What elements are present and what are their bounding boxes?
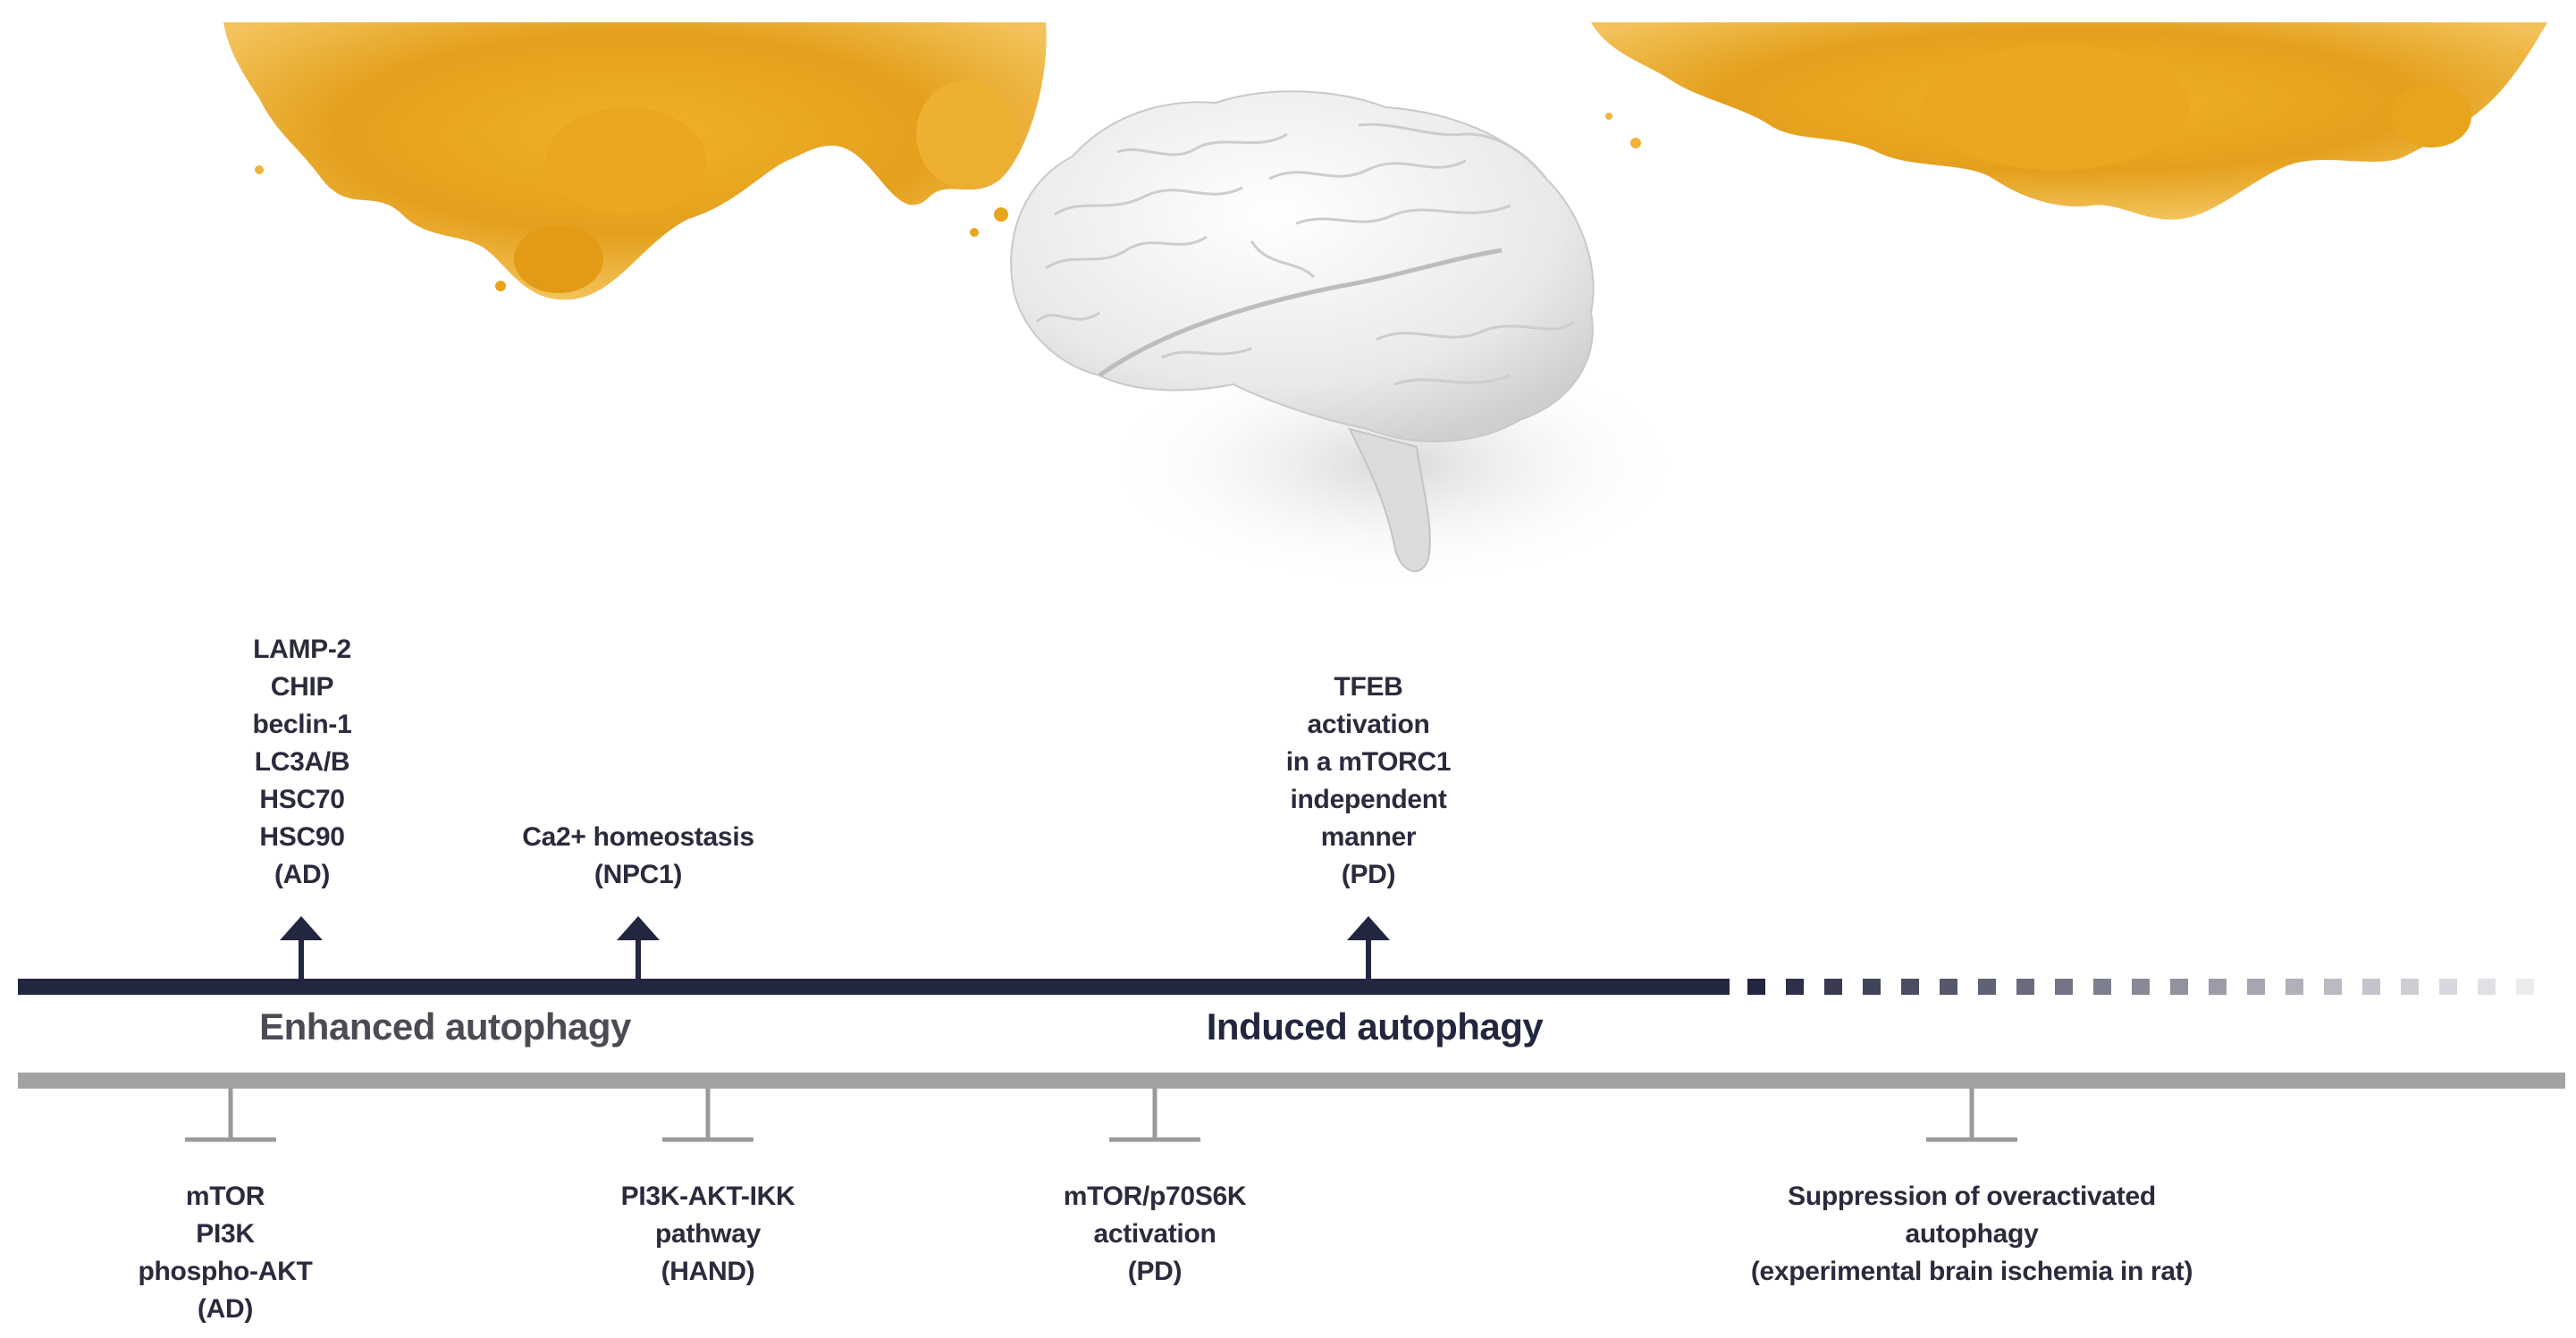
label-line: activation: [1307, 710, 1430, 739]
inhibition-bar-2: [662, 1089, 753, 1142]
region-label-enhanced: Enhanced autophagy: [259, 1006, 631, 1048]
timeline-dash: [1901, 979, 1919, 995]
label-line: (NPC1): [593, 860, 683, 889]
timeline-dash: [2170, 979, 2188, 995]
activator-label-3: TFEB activation in a mTORC1 independent …: [1286, 669, 1452, 894]
timeline-dash: [1940, 979, 1957, 995]
activation-arrow-1: [280, 916, 323, 979]
timeline-fading-dashes: [1747, 979, 2534, 995]
label-line: (AD): [197, 1294, 254, 1324]
timeline-dash: [2286, 979, 2303, 995]
timeline-dash: [2516, 979, 2534, 995]
activation-arrow-2: [617, 916, 660, 979]
inhibition-bar-1: [185, 1089, 276, 1142]
activator-label-1: LAMP-2 CHIP beclin-1 LC3A/B HSC70 HSC90 …: [253, 631, 352, 894]
label-line: LC3A/B: [254, 747, 350, 777]
label-line: CHIP: [270, 672, 334, 702]
timeline-dash: [2055, 979, 2073, 995]
timeline-dash: [2016, 979, 2034, 995]
brain-illustration: [1010, 90, 1689, 590]
inhibitor-label-1: mTOR PI3K phospho-AKT (AD): [139, 1178, 313, 1328]
label-line: HSC70: [259, 785, 345, 814]
timeline-dash: [2247, 979, 2265, 995]
inhibitor-label-4: Suppression of overactivated autophagy (…: [1751, 1178, 2193, 1291]
label-line: (experimental brain ischemia in rat): [1750, 1257, 2193, 1286]
label-line: in a mTORC1: [1285, 747, 1452, 777]
activation-arrow-3: [1347, 916, 1390, 979]
label-line: PI3K: [196, 1219, 255, 1249]
timeline-dash: [2478, 979, 2496, 995]
turmeric-powder-right: [1591, 22, 2547, 220]
timeline-dash: [1978, 979, 1996, 995]
timeline-gray-bar: [18, 1073, 2565, 1089]
label-line: (PD): [1127, 1257, 1183, 1286]
timeline-dash: [1824, 979, 1842, 995]
timeline-dash: [2324, 979, 2342, 995]
timeline-dark-bar: [18, 979, 1730, 995]
label-line: mTOR: [185, 1182, 265, 1211]
label-line: Ca2+ homeostasis: [522, 822, 754, 852]
timeline-dash: [2132, 979, 2150, 995]
label-line: LAMP-2: [253, 635, 351, 664]
timeline-dash: [2209, 979, 2227, 995]
label-line: (PD): [1341, 860, 1396, 889]
inhibition-bar-3: [1109, 1089, 1200, 1142]
label-line: Suppression of overactivated: [1788, 1182, 2156, 1211]
label-line: autophagy: [1905, 1219, 2039, 1249]
label-line: (HAND): [661, 1257, 755, 1286]
label-line: beclin-1: [252, 710, 352, 739]
label-line: HSC90: [259, 822, 345, 852]
region-label-induced: Induced autophagy: [1206, 1006, 1544, 1048]
timeline-dash: [2093, 979, 2111, 995]
label-line: independent: [1290, 785, 1447, 814]
label-line: pathway: [655, 1219, 761, 1249]
label-line: PI3K-AKT-IKK: [620, 1182, 796, 1211]
inhibitor-label-3: mTOR/p70S6K activation (PD): [1064, 1178, 1247, 1291]
label-line: mTOR/p70S6K: [1063, 1182, 1247, 1211]
timeline-dash: [1786, 979, 1804, 995]
timeline-dash: [2401, 979, 2419, 995]
timeline-dash: [2362, 979, 2380, 995]
inhibition-bar-4: [1926, 1089, 2017, 1142]
label-line: activation: [1093, 1219, 1216, 1249]
label-line: TFEB: [1334, 672, 1403, 702]
timeline-dash: [1747, 979, 1765, 995]
timeline-dash: [2439, 979, 2457, 995]
inhibitor-label-2: PI3K-AKT-IKK pathway (HAND): [621, 1178, 796, 1291]
activator-label-2: Ca2+ homeostasis (NPC1): [522, 819, 754, 894]
timeline-dash: [1863, 979, 1881, 995]
turmeric-powder-left: [223, 22, 1047, 300]
label-line: manner: [1320, 822, 1417, 852]
label-line: (AD): [274, 860, 331, 889]
label-line: phospho-AKT: [138, 1257, 313, 1286]
